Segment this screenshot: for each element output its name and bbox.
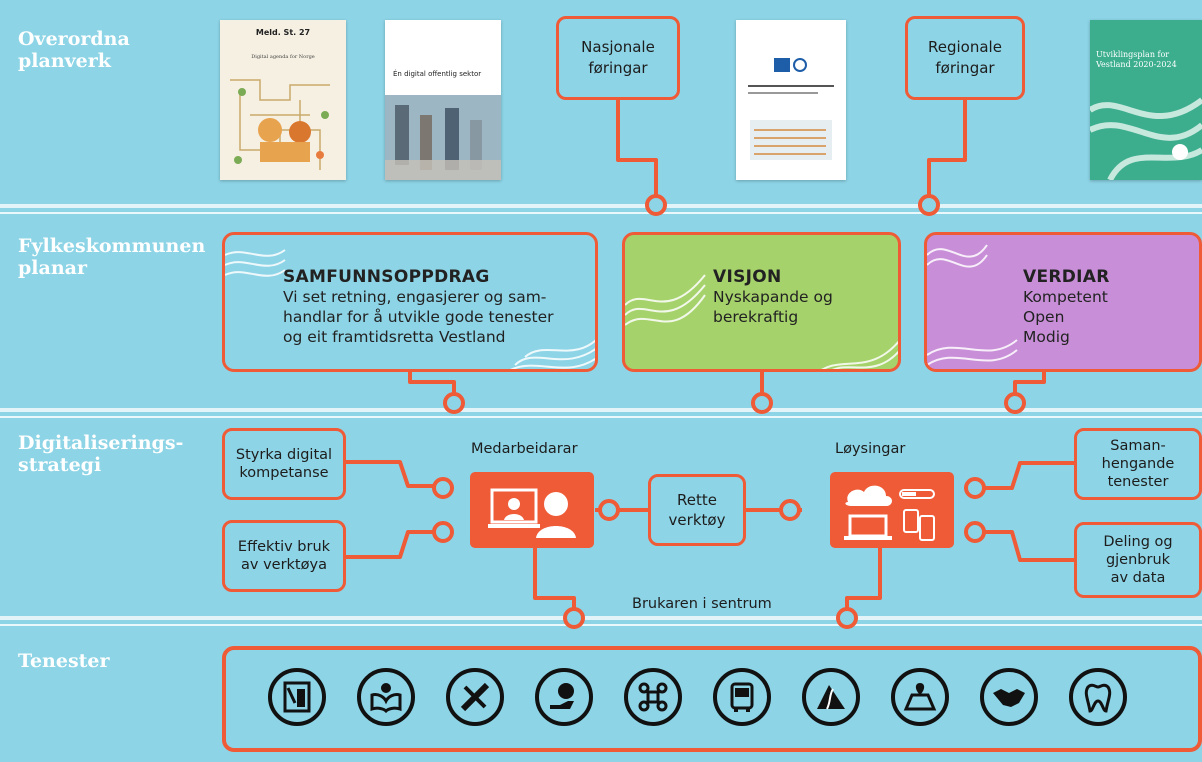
document-photo xyxy=(385,95,501,180)
document-thumbnail-utviklingsplan: Utviklingsplan for Vestland 2020-2024 xyxy=(1090,20,1202,180)
visjon-text: VISJON Nyskapande og berekraftig xyxy=(713,267,893,327)
effektiv-box: Effektiv bruk av verktøya xyxy=(222,520,346,592)
verdiar-box: VERDIAR Kompetent Open Modig xyxy=(924,232,1202,372)
visjon-heading: VISJON xyxy=(713,267,782,287)
samfunnsoppdrag-body: Vi set retning, engasjerer og sam- handl… xyxy=(283,288,554,346)
medarbeidarar-tile xyxy=(470,472,594,548)
document-illustration xyxy=(230,79,330,170)
visjon-body: Nyskapande og berekraftig xyxy=(713,288,833,326)
services-box xyxy=(222,646,1202,752)
tooth-icon xyxy=(1069,668,1127,726)
loysingar-tile xyxy=(830,472,954,548)
visjon-box: VISJON Nyskapande og berekraftig xyxy=(622,232,901,372)
document-title: Én digital offentlig sektor xyxy=(393,70,482,78)
section-title-digital: Digitaliserings- strategi xyxy=(18,432,184,476)
verdiar-body: Kompetent Open Modig xyxy=(1023,288,1108,346)
callout-nasjonale: Nasjonale føringar xyxy=(556,16,680,100)
callout-regionale: Regionale føringar xyxy=(905,16,1025,100)
samfunnsoppdrag-box: SAMFUNNSOPPDRAG Vi set retning, engasjer… xyxy=(222,232,598,372)
band-divider xyxy=(0,616,1202,620)
brukaren-label: Brukaren i sentrum xyxy=(632,596,772,612)
video-meeting-icon xyxy=(488,488,576,538)
band-divider xyxy=(0,408,1202,412)
document-thumbnail-digital-sector: Én digital offentlig sektor xyxy=(385,20,501,180)
section-title-overordna: Overordna planverk xyxy=(18,28,130,72)
medarbeidarar-label: Medarbeidarar xyxy=(471,441,578,457)
cloud-devices-icon xyxy=(844,485,935,541)
document-title: Meld. St. 27 xyxy=(255,28,311,37)
loysingar-label: Løysingar xyxy=(835,441,906,457)
document-thumbnail-report xyxy=(736,20,846,180)
command-icon xyxy=(624,668,682,726)
samfunnsoppdrag-text: SAMFUNNSOPPDRAG Vi set retning, engasjer… xyxy=(283,267,593,347)
map-icon xyxy=(891,668,949,726)
ruler-pencil-icon xyxy=(446,668,504,726)
section-title-tenester: Tenester xyxy=(18,650,110,672)
samanhengande-box: Saman- hengande tenester xyxy=(1074,428,1202,500)
document-icon xyxy=(268,668,326,726)
section-title-fylke: Fylkeskommunen planar xyxy=(18,235,206,279)
styrka-box: Styrka digital kompetanse xyxy=(222,428,346,500)
reading-icon xyxy=(357,668,415,726)
band-divider xyxy=(0,624,1202,626)
rette-verktoy-box: Rette verktøy xyxy=(648,474,746,546)
handshake-icon xyxy=(980,668,1038,726)
verdiar-heading: VERDIAR xyxy=(1023,267,1110,287)
document-thumbnail-meld-st-27: Meld. St. 27 Digital agenda for Norge xyxy=(220,20,346,180)
wave-pattern xyxy=(225,249,595,369)
wave-pattern xyxy=(927,244,1018,366)
samfunnsoppdrag-heading: SAMFUNNSOPPDRAG xyxy=(283,267,490,287)
deling-box: Deling og gjenbruk av data xyxy=(1074,522,1202,598)
verdiar-text: VERDIAR Kompetent Open Modig xyxy=(1023,267,1193,347)
band-divider xyxy=(0,204,1202,208)
road-icon xyxy=(802,668,860,726)
bus-icon xyxy=(713,668,771,726)
document-pattern xyxy=(1090,97,1202,180)
band-divider xyxy=(0,416,1202,418)
document-title: Utviklingsplan for Vestland 2020-2024 xyxy=(1096,50,1177,69)
wave-pattern xyxy=(625,274,898,369)
document-graphic xyxy=(748,58,834,160)
document-subtitle: Digital agenda for Norge xyxy=(251,54,315,60)
money-hand-icon xyxy=(535,668,593,726)
band-divider xyxy=(0,212,1202,214)
